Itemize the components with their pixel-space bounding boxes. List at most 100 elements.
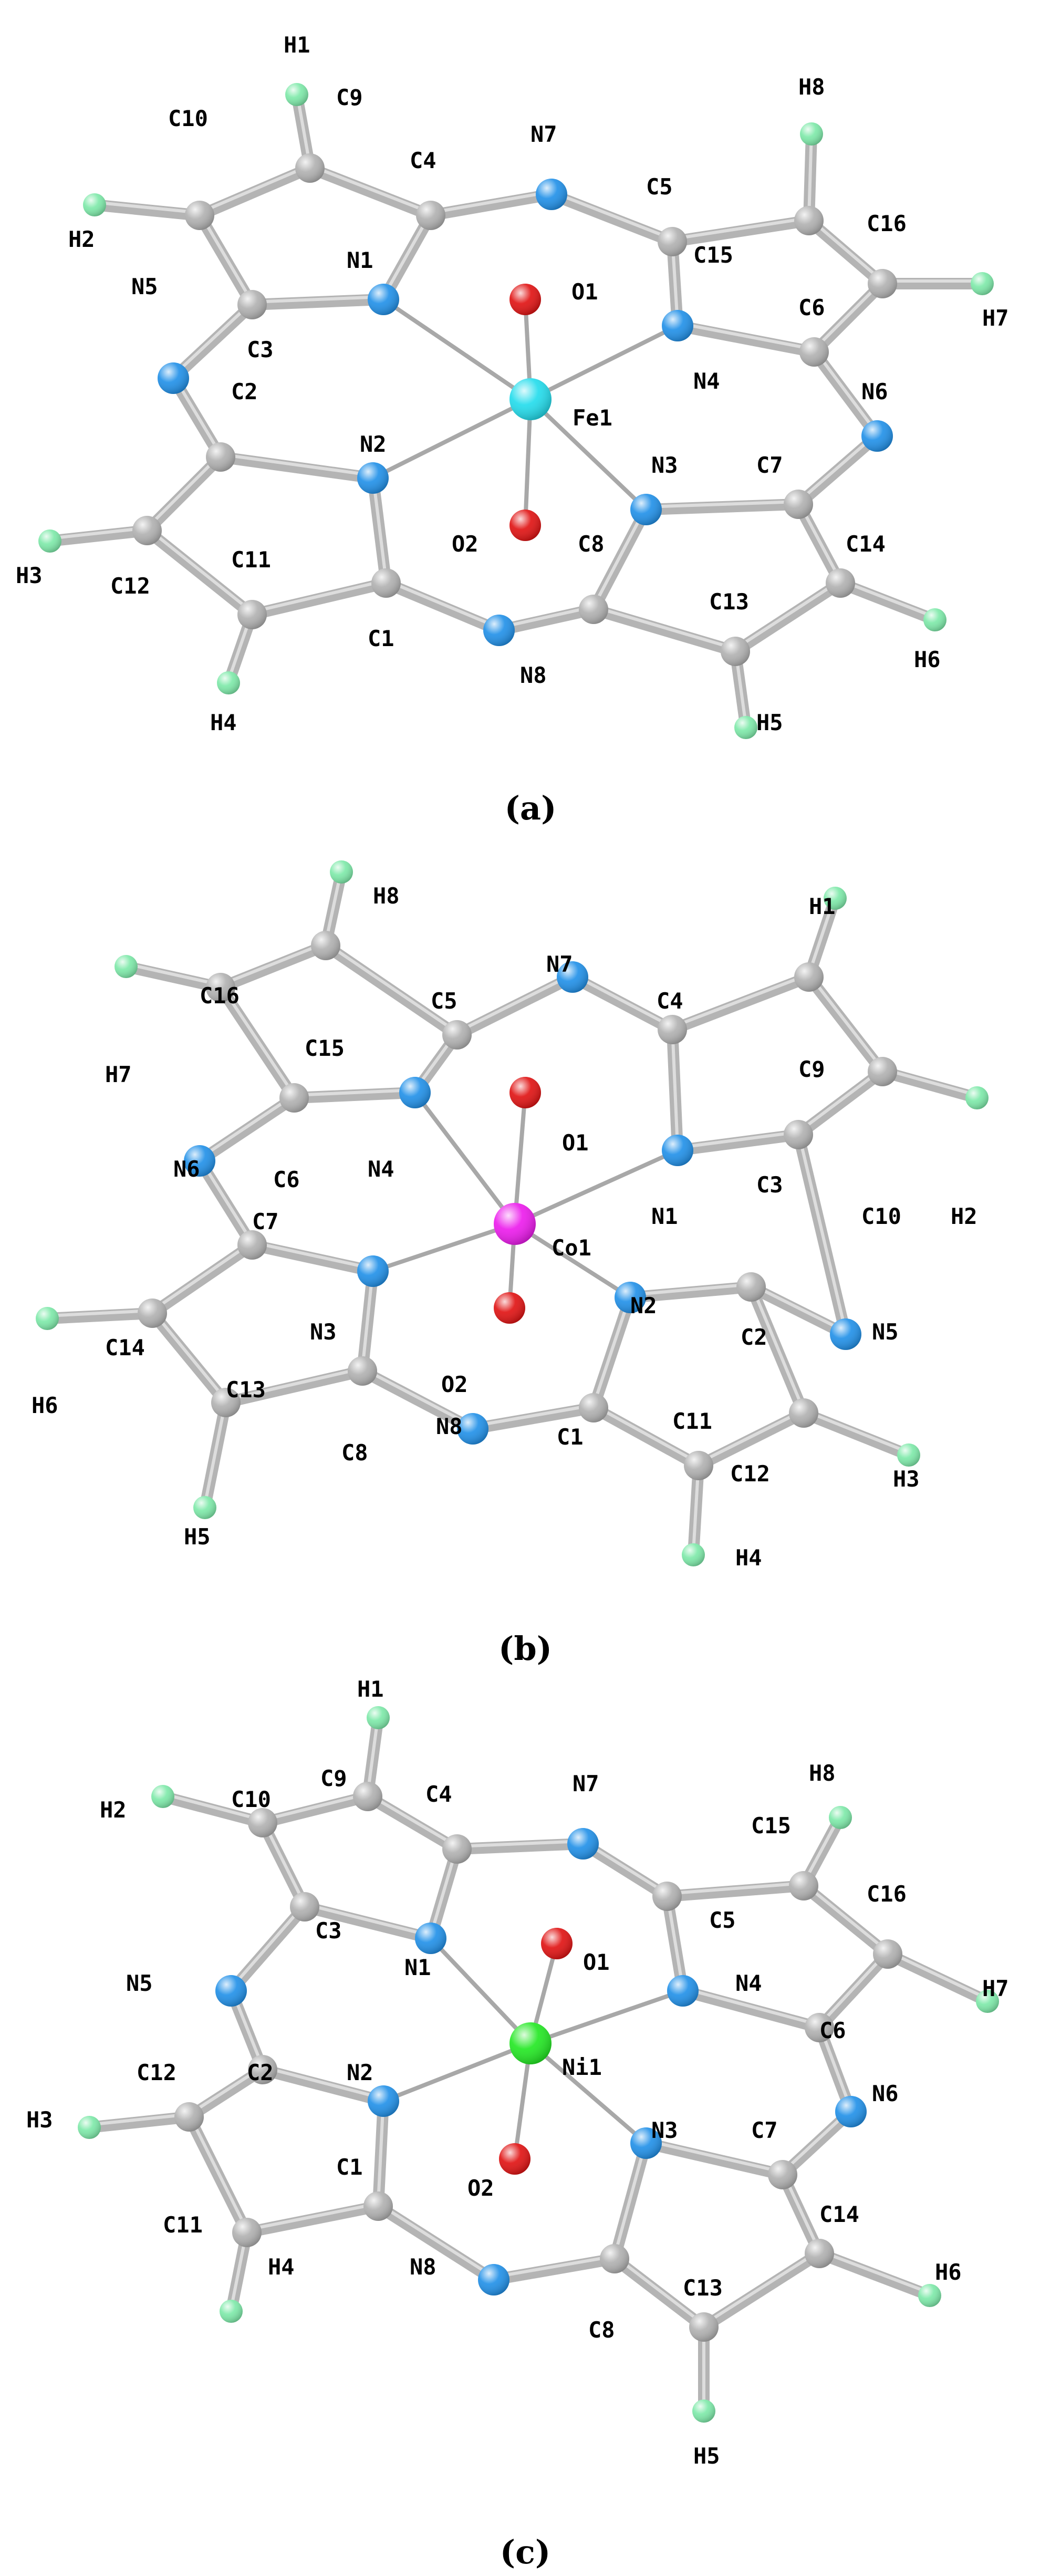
bond-highlight (886, 1950, 989, 2000)
atom-sphere-shading (78, 2116, 101, 2139)
bond-highlight (188, 2113, 248, 2231)
bond-c3-c10 (793, 1066, 888, 1140)
atom-h4: H4 (220, 2254, 295, 2323)
atom-label-c7: C7 (751, 2117, 778, 2143)
atom-c10: C10 (231, 1786, 277, 1837)
bond-c16-h7 (882, 1948, 993, 2007)
bond-c16-c6 (808, 278, 888, 358)
atom-sphere-shading (363, 2191, 393, 2221)
atom-sphere-shading (557, 961, 588, 993)
atom-label-n3: N3 (310, 1319, 337, 1345)
bond-c12-h3 (44, 525, 153, 547)
bond-n2-c2 (625, 1281, 757, 1303)
atom-label-c9: C9 (336, 85, 363, 110)
atom-c13: C13 (211, 1377, 266, 1417)
atom-c2: C2 (736, 1272, 767, 1350)
atom-label-c8: C8 (578, 531, 605, 557)
atom-c6: C6 (798, 295, 829, 367)
atom-sphere-shading (132, 516, 162, 545)
bond-highlight (492, 2255, 616, 2279)
atom-label-h8: H8 (798, 74, 825, 100)
atom-h6: H6 (918, 2259, 962, 2307)
atom-label-c14: C14 (105, 1335, 145, 1360)
atom-sphere-shading (689, 2312, 719, 2342)
bond-c4-n7 (451, 1838, 589, 1855)
atom-sphere-shading (457, 1413, 488, 1445)
atom-c11: C11 (163, 2212, 262, 2247)
atom-sphere-shading (615, 1282, 646, 1313)
atom-label-n1: N1 (651, 1203, 678, 1229)
atom-label-c13: C13 (683, 2275, 723, 2301)
atom-label-h2: H2 (951, 1203, 977, 1229)
atom-sphere-shading (248, 2055, 277, 2084)
atom-label-c2: C2 (741, 1324, 767, 1350)
atom-label-h6: H6 (32, 1393, 58, 1418)
atom-sphere-shading (220, 2300, 243, 2323)
atom-label-o1: O1 (583, 1949, 610, 1975)
bond-highlight (151, 1241, 254, 1312)
atom-layer: Ni1O1O2N1N2N3N4N5N6N7N8C1C2C3C4C5C6C7C8C… (26, 1676, 1009, 2469)
atom-sphere-shading (971, 272, 994, 295)
atom-n1: N1 (404, 1923, 446, 1980)
atom-label-h1: H1 (357, 1676, 384, 1702)
bond-highlight (251, 295, 385, 304)
atom-sphere-shading (509, 2022, 552, 2064)
atom-label-n3: N3 (651, 2117, 678, 2143)
atom-sphere-shading (248, 1808, 277, 1837)
atom-label-c12: C12 (730, 1461, 770, 1487)
atom-label-h5: H5 (184, 1524, 211, 1550)
bond-c13-c14 (147, 1307, 232, 1408)
atom-n2: N2 (615, 1282, 657, 1318)
atom-label-c14: C14 (819, 2201, 859, 2227)
atom-sphere-shading (897, 1443, 920, 1467)
bond-highlight (676, 321, 816, 351)
atom-fe1: Fe1 (509, 378, 612, 431)
bond-highlight (251, 579, 388, 614)
atom-sphere-shading (509, 1077, 541, 1108)
atom-n5: N5 (126, 1970, 247, 2007)
atom-sphere-shading (368, 284, 399, 315)
atom-label-h3: H3 (26, 2107, 53, 2133)
bond-highlight (219, 453, 375, 477)
atom-c14: C14 (805, 2201, 859, 2268)
atom-label-n2: N2 (630, 1293, 657, 1318)
bond-highlight (592, 505, 648, 608)
bond-highlight (219, 983, 296, 1097)
bond-n8-c1 (372, 2200, 500, 2286)
atom-c5: C5 (431, 988, 472, 1050)
atom-label-c6: C6 (273, 1167, 300, 1192)
atom-h3: H3 (26, 2107, 101, 2139)
atom-n5: N5 (830, 1318, 899, 1350)
atom-label-c11: C11 (231, 547, 271, 573)
atom-n8: N8 (410, 2254, 509, 2295)
atom-h1: H1 (809, 887, 847, 919)
atom-c14: C14 (105, 1299, 167, 1360)
atom-label-c10: C10 (168, 106, 208, 131)
bond-ni1-n3 (528, 2041, 648, 2145)
atom-c11: C11 (231, 547, 271, 629)
atom-sphere-shading (794, 206, 824, 235)
atom-sphere-shading (115, 955, 138, 978)
atom-sphere-shading (579, 1393, 608, 1422)
atom-c9: C9 (794, 962, 825, 1082)
bond-n7-c5 (451, 971, 578, 1041)
atom-label-h4: H4 (268, 2254, 295, 2280)
bond-c9-c4 (362, 1791, 463, 1855)
atom-sphere-shading (799, 337, 829, 367)
atom-n8: N8 (483, 615, 547, 688)
atom-o2: O2 (441, 1292, 525, 1397)
atom-n2: N2 (347, 2060, 399, 2117)
atom-c5: C5 (646, 174, 687, 256)
bond-highlight (308, 164, 432, 214)
bond-highlight (48, 526, 149, 540)
bond-highlight (324, 941, 459, 1034)
bond-c16-c6 (814, 1948, 893, 2033)
bond-highlight (471, 1404, 595, 1428)
atom-label-c3: C3 (756, 1172, 783, 1198)
atom-label-h7: H7 (982, 1976, 1009, 2001)
atom-sphere-shading (794, 962, 824, 992)
atom-sphere-shading (371, 568, 401, 598)
atom-label-c14: C14 (846, 531, 886, 557)
atom-c13: C13 (683, 2275, 723, 2342)
bond-highlight (802, 1882, 889, 1953)
